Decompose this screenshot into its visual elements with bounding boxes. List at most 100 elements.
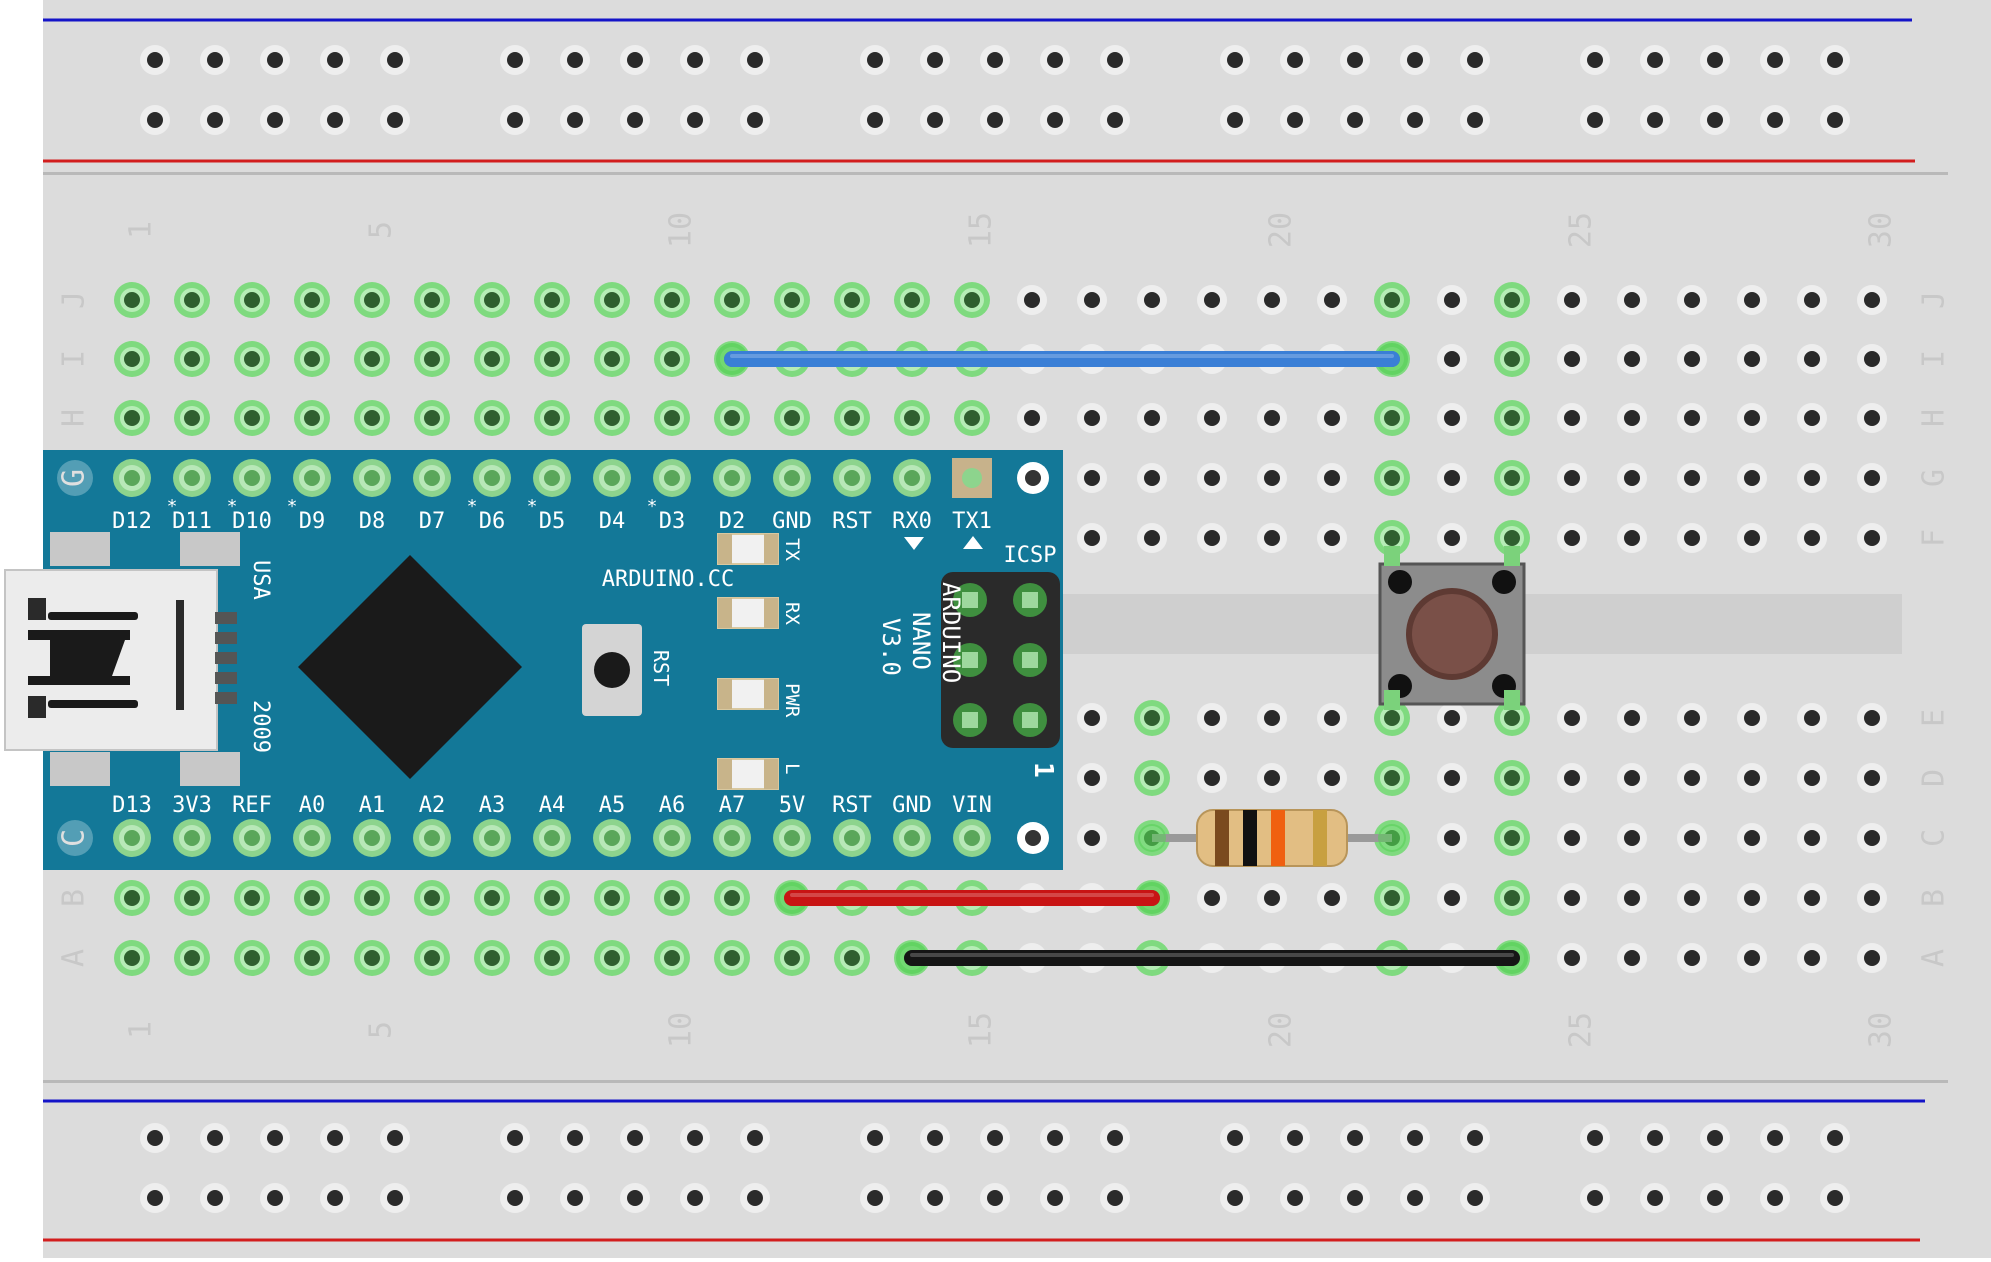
terminal-hole[interactable] [424,292,440,308]
terminal-hole[interactable] [604,292,620,308]
terminal-hole[interactable] [1024,410,1040,426]
terminal-hole[interactable] [544,351,560,367]
tx1-pin[interactable] [962,468,982,488]
rail-hole[interactable] [1107,112,1123,128]
terminal-hole[interactable] [1444,770,1460,786]
terminal-hole[interactable] [364,890,380,906]
terminal-hole[interactable] [1204,292,1220,308]
terminal-hole[interactable] [1204,530,1220,546]
terminal-hole[interactable] [664,351,680,367]
nano-pin[interactable] [184,830,200,846]
nano-pin[interactable] [484,830,500,846]
pushbutton[interactable] [1378,546,1526,710]
terminal-hole[interactable] [1504,410,1520,426]
terminal-hole[interactable] [1564,890,1580,906]
rail-hole[interactable] [627,1130,643,1146]
terminal-hole[interactable] [1744,410,1760,426]
rail-hole[interactable] [1407,1130,1423,1146]
terminal-hole[interactable] [1504,830,1520,846]
terminal-hole[interactable] [1504,470,1520,486]
terminal-hole[interactable] [1864,530,1880,546]
terminal-hole[interactable] [1324,470,1340,486]
terminal-hole[interactable] [124,950,140,966]
rail-hole[interactable] [1047,1190,1063,1206]
terminal-hole[interactable] [1684,710,1700,726]
rail-hole[interactable] [687,1130,703,1146]
rail-hole[interactable] [1827,1190,1843,1206]
terminal-hole[interactable] [604,890,620,906]
rail-hole[interactable] [327,112,343,128]
rail-hole[interactable] [1287,1190,1303,1206]
terminal-hole[interactable] [1864,710,1880,726]
rail-hole[interactable] [147,1130,163,1146]
rail-hole[interactable] [1767,1130,1783,1146]
rail-hole[interactable] [207,112,223,128]
rail-hole[interactable] [867,1190,883,1206]
reset-button[interactable] [582,624,642,716]
nano-pin[interactable] [544,470,560,486]
rail-hole[interactable] [387,112,403,128]
terminal-hole[interactable] [1864,292,1880,308]
terminal-hole[interactable] [1264,410,1280,426]
terminal-hole[interactable] [1864,770,1880,786]
rail-hole[interactable] [747,112,763,128]
terminal-hole[interactable] [1624,890,1640,906]
nano-pin[interactable] [664,470,680,486]
terminal-hole[interactable] [1624,530,1640,546]
rail-hole[interactable] [1347,1190,1363,1206]
terminal-hole[interactable] [1804,410,1820,426]
terminal-hole[interactable] [304,292,320,308]
rail-hole[interactable] [747,52,763,68]
terminal-hole[interactable] [1624,351,1640,367]
terminal-hole[interactable] [1864,890,1880,906]
terminal-hole[interactable] [1444,830,1460,846]
terminal-hole[interactable] [1084,470,1100,486]
rail-hole[interactable] [1647,112,1663,128]
terminal-hole[interactable] [784,410,800,426]
terminal-hole[interactable] [1624,830,1640,846]
rail-hole[interactable] [327,1130,343,1146]
resistor[interactable] [1138,809,1406,867]
rail-hole[interactable] [387,52,403,68]
terminal-hole[interactable] [1144,710,1160,726]
terminal-hole[interactable] [184,410,200,426]
terminal-hole[interactable] [1804,710,1820,726]
terminal-hole[interactable] [664,410,680,426]
terminal-hole[interactable] [1324,292,1340,308]
rail-hole[interactable] [927,1190,943,1206]
rail-hole[interactable] [1827,112,1843,128]
rail-hole[interactable] [387,1190,403,1206]
terminal-hole[interactable] [304,950,320,966]
terminal-hole[interactable] [1684,830,1700,846]
nano-pin[interactable] [784,830,800,846]
rail-hole[interactable] [1287,1130,1303,1146]
rail-hole[interactable] [1287,52,1303,68]
rail-hole[interactable] [267,1130,283,1146]
terminal-hole[interactable] [1564,710,1580,726]
terminal-hole[interactable] [1504,530,1520,546]
terminal-hole[interactable] [1084,530,1100,546]
terminal-hole[interactable] [244,890,260,906]
nano-pin[interactable] [244,830,260,846]
terminal-hole[interactable] [1444,530,1460,546]
terminal-hole[interactable] [484,410,500,426]
terminal-hole[interactable] [1804,830,1820,846]
rail-hole[interactable] [927,52,943,68]
rail-hole[interactable] [567,1190,583,1206]
terminal-hole[interactable] [1084,410,1100,426]
terminal-hole[interactable] [1744,830,1760,846]
rail-hole[interactable] [687,112,703,128]
terminal-hole[interactable] [784,950,800,966]
nano-pin[interactable] [784,470,800,486]
terminal-hole[interactable] [1204,410,1220,426]
rail-hole[interactable] [1827,52,1843,68]
rail-hole[interactable] [567,52,583,68]
terminal-hole[interactable] [424,890,440,906]
terminal-hole[interactable] [1384,410,1400,426]
rail-hole[interactable] [1707,1130,1723,1146]
nano-pin[interactable] [544,830,560,846]
terminal-hole[interactable] [1744,770,1760,786]
rail-hole[interactable] [687,52,703,68]
terminal-hole[interactable] [364,351,380,367]
